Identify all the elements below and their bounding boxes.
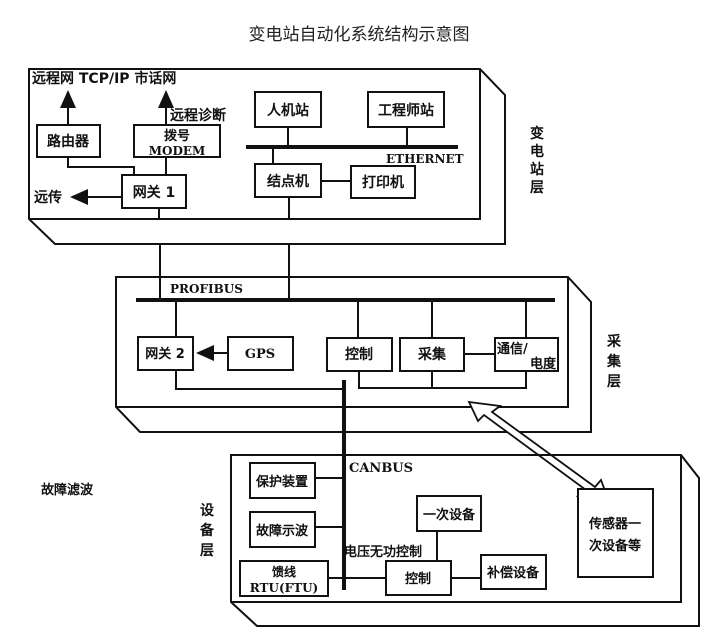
sensor-box bbox=[577, 488, 654, 578]
device-label-char: 设 bbox=[200, 503, 215, 519]
printer-box bbox=[350, 165, 416, 199]
station-layer-outline bbox=[28, 68, 506, 245]
acquisition-layer-outline bbox=[115, 276, 592, 433]
fault-filter-note: 故障滤波 bbox=[41, 482, 94, 498]
hmi-label: 人机站 bbox=[267, 102, 309, 119]
node-pc-box bbox=[254, 163, 322, 198]
station-label-char: 层 bbox=[530, 180, 544, 196]
router-gateway-link bbox=[67, 157, 135, 175]
gateway2-box bbox=[137, 336, 194, 371]
acquisition-layer-label: 采 集 层 bbox=[606, 333, 622, 390]
primary-equipment-label: 一次设备 bbox=[423, 507, 476, 523]
gps-label: GPS bbox=[245, 347, 275, 362]
device-label-char: 备 bbox=[199, 522, 215, 539]
station-layer-front bbox=[29, 69, 481, 220]
protection-box bbox=[249, 462, 316, 499]
gateway2-label: 网关 2 bbox=[145, 346, 185, 362]
modem-label-1: 拨号 bbox=[164, 128, 190, 144]
acquisition-layer bbox=[115, 276, 592, 433]
remote-diagnosis-label: 远程诊断 bbox=[170, 107, 226, 124]
primary-equipment-box bbox=[416, 495, 482, 532]
engineer-box bbox=[367, 91, 445, 128]
gateway1-box bbox=[121, 174, 187, 209]
device-layer-front bbox=[231, 455, 682, 603]
node-pc-label: 结点机 bbox=[267, 173, 309, 190]
device-layer bbox=[230, 454, 700, 627]
sensor-label-1: 传感器一 bbox=[588, 516, 641, 532]
feeder-label-2: RTU(FTU) bbox=[250, 581, 318, 595]
acquisition-layer-front bbox=[116, 277, 569, 408]
device-control-box bbox=[385, 560, 452, 596]
feeder-rtu-box bbox=[239, 560, 329, 597]
device-label-char: 层 bbox=[200, 543, 214, 559]
canbus-label: CANBUS bbox=[349, 461, 413, 476]
comm-label-2: 电度 bbox=[530, 356, 557, 372]
remote-network-label: 远程网 TCP/IP 市话网 bbox=[32, 70, 176, 87]
acq-label-char: 采 bbox=[606, 333, 622, 350]
bidirectional-arrow bbox=[467, 400, 610, 501]
gw2-bottom-link bbox=[175, 370, 344, 390]
protection-label: 保护装置 bbox=[255, 474, 308, 490]
device-layer-outline bbox=[230, 454, 700, 627]
device-layer-label: 设 备 层 bbox=[199, 503, 215, 559]
diagram-title: 变电站自动化系统结构示意图 bbox=[249, 25, 470, 45]
modem-label-2: MODEM bbox=[149, 144, 206, 158]
compensation-label: 补偿设备 bbox=[486, 565, 540, 581]
vq-control-label: 电压无功控制 bbox=[344, 544, 422, 560]
station-label-char: 电 bbox=[530, 143, 544, 160]
acq-label-char: 层 bbox=[607, 374, 621, 390]
printer-label: 打印机 bbox=[362, 174, 404, 191]
acq-label-char: 集 bbox=[606, 353, 622, 370]
profibus-label: PROFIBUS bbox=[170, 282, 243, 296]
station-label-char: 变 bbox=[530, 125, 544, 142]
ethernet-label: ETHERNET bbox=[386, 152, 464, 166]
gps-box bbox=[227, 336, 294, 371]
acq-control-label: 控制 bbox=[345, 346, 373, 363]
acq-bottom-link bbox=[358, 371, 527, 389]
compensation-box bbox=[480, 554, 547, 590]
gateway1-label: 网关 1 bbox=[133, 184, 176, 201]
station-layer bbox=[28, 68, 506, 245]
device-control-label: 控制 bbox=[405, 571, 431, 587]
remote-transfer-label: 远传 bbox=[34, 189, 62, 206]
collect-label: 采集 bbox=[417, 346, 447, 363]
fault-record-label: 故障示波 bbox=[256, 523, 309, 539]
comm-box bbox=[494, 337, 559, 372]
station-layer-label: 变 电 站 层 bbox=[530, 125, 544, 196]
router-label: 路由器 bbox=[47, 133, 90, 150]
sensor-label-2: 次设备等 bbox=[589, 538, 641, 554]
station-label-char: 站 bbox=[530, 161, 544, 178]
engineer-label: 工程师站 bbox=[378, 102, 434, 119]
router-box bbox=[36, 124, 101, 158]
fault-record-box bbox=[249, 511, 316, 548]
feeder-label-1: 馈线 bbox=[272, 564, 296, 579]
modem-box bbox=[133, 124, 221, 158]
comm-label-1: 通信/ bbox=[497, 341, 528, 357]
